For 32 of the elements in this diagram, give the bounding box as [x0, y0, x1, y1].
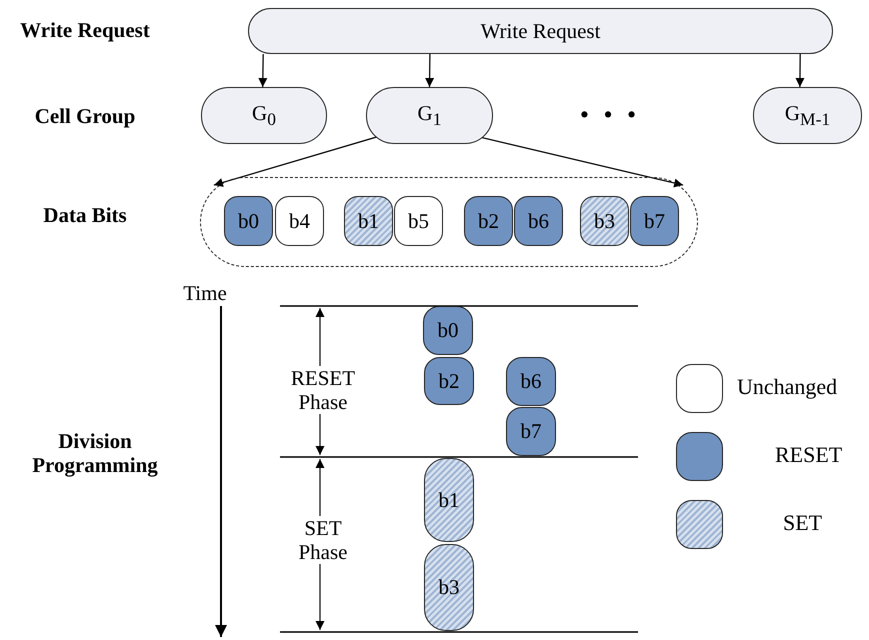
legend-label: RESET	[775, 442, 842, 468]
arrow	[480, 136, 684, 188]
request-bar: Write Request	[248, 8, 833, 54]
arrow	[425, 54, 434, 87]
arrow	[258, 54, 268, 87]
bit-cell: b6	[506, 357, 556, 406]
bit-cell: b6	[514, 196, 563, 246]
row-label: Division Programming	[31, 429, 159, 478]
axis-label: Time	[182, 281, 228, 306]
bit-cell: b2	[424, 357, 474, 405]
bit-cell: b7	[506, 407, 556, 456]
bit-cell: b1	[344, 196, 393, 246]
ellipsis: • • •	[578, 100, 642, 130]
bit-cell: b5	[394, 196, 443, 246]
legend-label: SET	[783, 510, 822, 536]
row-label: Data Bits	[42, 203, 128, 228]
bit-cell: b4	[275, 196, 324, 246]
legend-label: Unchanged	[737, 374, 838, 400]
group-box: G$_{1}$	[366, 87, 493, 144]
bit-cell: b2	[464, 196, 513, 246]
bit-cell: b7	[630, 196, 679, 246]
row-label: Cell Group	[34, 104, 136, 128]
group-box: G$_{M-1}$	[753, 87, 862, 144]
group-box: G$_{0}$	[201, 87, 327, 144]
dashed-group-region	[200, 177, 698, 267]
bit-cell: b0	[423, 306, 473, 355]
bit-cell: b1	[424, 458, 474, 542]
bit-cell: b0	[224, 196, 273, 246]
bit-cell: b3	[424, 544, 474, 631]
row-label: Write Request	[19, 18, 151, 42]
arrow	[795, 54, 804, 87]
bit-cell: b3	[580, 196, 629, 246]
